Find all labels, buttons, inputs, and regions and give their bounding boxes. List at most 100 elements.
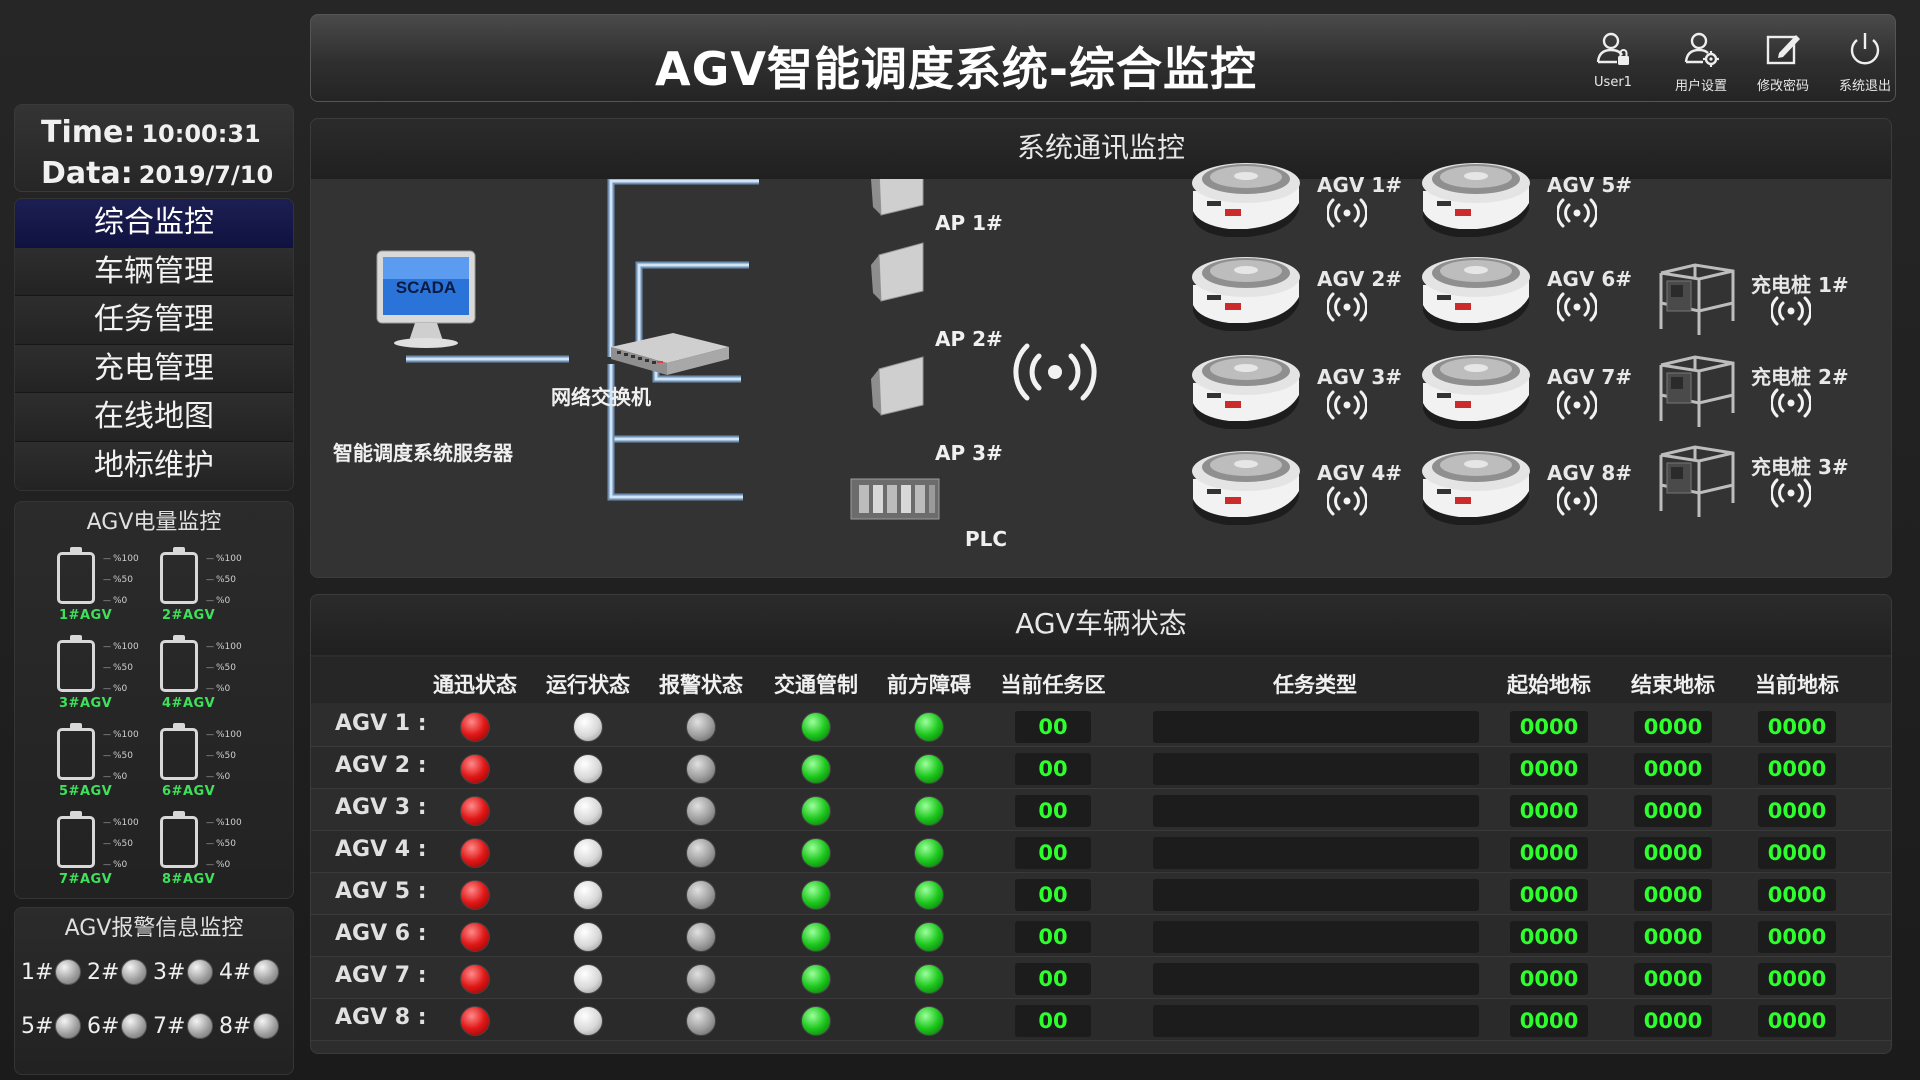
agv-node: AGV 4# (1187, 445, 1407, 531)
battery-icon (160, 635, 198, 692)
switch-label: 网络交换机 (551, 385, 651, 409)
time-value: 10:00:31 (141, 120, 261, 148)
nav-menu: 综合监控 车辆管理 任务管理 充电管理 在线地图 地标维护 (14, 198, 294, 491)
task-type-field (1153, 795, 1479, 827)
table-column-header: 报警状态 (659, 673, 743, 697)
alarm-status-lamp (686, 838, 716, 868)
alarm-indicator: 4# (219, 958, 285, 986)
user-button[interactable]: User1 (1577, 29, 1649, 90)
agv-signal (1326, 485, 1368, 521)
battery-icon (57, 547, 95, 604)
alarm-status-lamp (686, 796, 716, 826)
charging-station-icon (1659, 263, 1735, 335)
comm-status-lamp (460, 964, 490, 994)
plc-icon (850, 478, 940, 520)
user-settings-button[interactable]: 用户设置 (1665, 29, 1737, 94)
battery-scale-mark: %0 (206, 590, 246, 611)
start-landmark-value: 0000 (1510, 837, 1588, 869)
alarm-status-lamp (686, 880, 716, 910)
charger-node: 充电桩 2# (1655, 351, 1855, 441)
battery-scale-mark: %0 (103, 678, 143, 699)
start-landmark-value: 0000 (1510, 711, 1588, 743)
end-landmark-value: 0000 (1634, 795, 1712, 827)
table-column-header: 当前任务区 (1000, 673, 1106, 697)
menu-item-online-map[interactable]: 在线地图 (15, 393, 293, 442)
user-settings-label: 用户设置 (1674, 79, 1727, 94)
agv-node-label: AGV 8# (1547, 461, 1633, 485)
battery-scale-mark: %100 (206, 636, 246, 657)
ap-2-icon (871, 242, 924, 302)
task-type-field (1153, 753, 1479, 785)
agv-robot-icon (1192, 451, 1300, 525)
ap-1-icon (871, 179, 924, 216)
agv-robot-icon (1192, 163, 1300, 237)
wireless-signal-icon (1326, 292, 1368, 322)
server-label: 智能调度系统服务器 (333, 441, 513, 465)
change-password-button[interactable]: 修改密码 (1747, 29, 1819, 94)
battery-label: 4#AGV (162, 696, 216, 711)
end-landmark-value: 0000 (1634, 753, 1712, 785)
battery-label: 3#AGV (59, 696, 113, 711)
battery-scale: %100%50%0 (206, 548, 246, 608)
status-panel-title: AGV车辆状态 (311, 595, 1891, 655)
ap-2-label: AP 2# (935, 327, 1003, 351)
alarm-label: 2# (87, 959, 120, 985)
battery-icon (57, 723, 95, 780)
logout-button[interactable]: 系统退出 (1829, 29, 1901, 94)
agv-node: AGV 6# (1417, 251, 1637, 337)
menu-item-charging[interactable]: 充电管理 (15, 344, 293, 393)
current-area-value: 00 (1015, 837, 1091, 869)
current-landmark-value: 0000 (1758, 837, 1836, 869)
table-column-header: 交通管制 (774, 673, 858, 697)
user-button-label: User1 (1594, 75, 1632, 90)
obstacle-lamp (914, 880, 944, 910)
menu-item-vehicles[interactable]: 车辆管理 (15, 247, 293, 296)
battery-label: 2#AGV (162, 608, 216, 623)
battery-scale-mark: %100 (206, 812, 246, 833)
alarm-label: 5# (21, 1013, 54, 1039)
battery-scale-mark: %100 (103, 724, 143, 745)
battery-cell: %100%50%07#AGV (51, 808, 154, 890)
agv-signal (1556, 485, 1598, 521)
battery-scale: %100%50%0 (103, 724, 143, 784)
menu-item-landmarks[interactable]: 地标维护 (15, 441, 293, 490)
battery-label: 6#AGV (162, 784, 216, 799)
traffic-control-lamp (801, 712, 831, 742)
agv-node: AGV 1# (1187, 157, 1407, 243)
date-value: 2019/7/10 (138, 161, 274, 189)
agv-node: AGV 3# (1187, 349, 1407, 435)
battery-scale: %100%50%0 (103, 548, 143, 608)
battery-scale: %100%50%0 (206, 812, 246, 872)
alarm-grid: 1#2#3#4#5#6#7#8# (15, 958, 293, 1040)
battery-cell: %100%50%06#AGV (154, 720, 257, 802)
alarm-panel-title: AGV报警信息监控 (64, 916, 244, 941)
current-area-value: 00 (1015, 753, 1091, 785)
task-type-field (1153, 921, 1479, 953)
agv-node-label: AGV 7# (1547, 365, 1633, 389)
table-column-header: 任务类型 (1273, 673, 1357, 697)
wireless-signal-icon (1770, 296, 1812, 326)
battery-cell: %100%50%03#AGV (51, 632, 154, 714)
obstacle-lamp (914, 796, 944, 826)
menu-item-overview[interactable]: 综合监控 (15, 199, 293, 248)
alarm-label: 7# (153, 1013, 186, 1039)
power-icon (1850, 33, 1880, 65)
run-status-lamp (573, 1006, 603, 1036)
menu-item-tasks[interactable]: 任务管理 (15, 296, 293, 345)
wireless-signal-icon (1326, 198, 1368, 228)
wireless-signal-icon (1770, 478, 1812, 508)
agv-node: AGV 8# (1417, 445, 1637, 531)
battery-scale-mark: %50 (206, 833, 246, 854)
battery-panel-title: AGV电量监控 (86, 510, 222, 535)
comm-status-lamp (460, 922, 490, 952)
alarm-status-lamp (686, 1006, 716, 1036)
current-area-value: 00 (1015, 921, 1091, 953)
current-landmark-value: 0000 (1758, 963, 1836, 995)
obstacle-lamp (914, 712, 944, 742)
alarm-lamp (55, 959, 82, 985)
alarm-indicator: 6# (87, 1012, 153, 1040)
agv-node-label: AGV 1# (1317, 173, 1403, 197)
table-column-header: 当前地标 (1755, 673, 1839, 697)
